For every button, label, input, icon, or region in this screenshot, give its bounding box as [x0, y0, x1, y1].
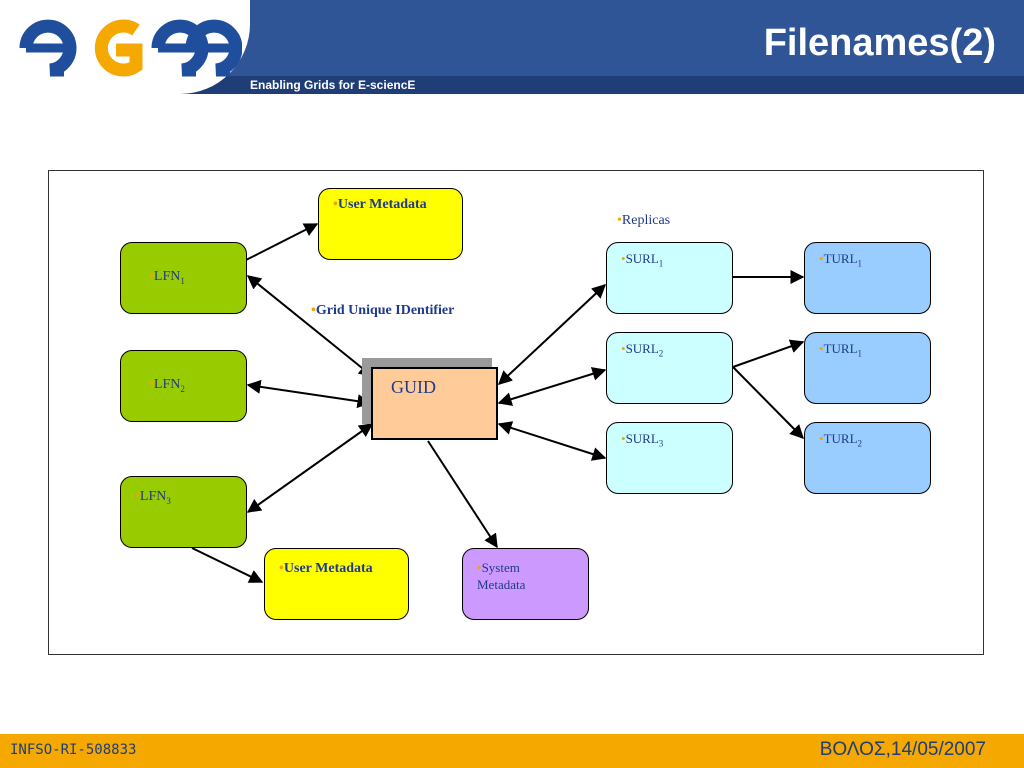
- header-tagline: Enabling Grids for E-sciencE: [250, 78, 416, 92]
- header-logo-area: [0, 0, 250, 94]
- user-metadata-bottom-label: User Metadata: [283, 561, 373, 576]
- lfn3-box: •LFN3: [120, 476, 247, 548]
- turl2-box: •TURL2: [804, 422, 931, 494]
- bullet: •: [333, 197, 338, 212]
- lfn1-box: •LFN1: [120, 242, 247, 314]
- system-metadata-box: •System Metadata: [462, 548, 589, 620]
- guid-box: GUID: [371, 367, 498, 440]
- turl1-second-box: •TURL1: [804, 332, 931, 404]
- grid-unique-identifier-label: •Grid Unique IDentifier: [311, 303, 455, 318]
- footer-location-date: ΒΟΛΟΣ,14/05/2007: [819, 739, 986, 760]
- turl1-box: •TURL1: [804, 242, 931, 314]
- diagram-frame: [48, 170, 984, 655]
- footer: INFSO-RI-508833 ΒΟΛΟΣ,14/05/2007: [0, 734, 1024, 768]
- user-metadata-bottom-box: •User Metadata: [264, 548, 409, 620]
- surl2-box: •SURL2: [606, 332, 733, 404]
- user-metadata-top-label: User Metadata: [337, 197, 427, 212]
- slide-title: Filenames(2): [763, 22, 996, 64]
- surl3-box: •SURL3: [606, 422, 733, 494]
- header: Enabling Grids for E-sciencE Filenames(2…: [0, 0, 1024, 94]
- footer-project-id: INFSO-RI-508833: [10, 742, 137, 758]
- header-strip: [160, 76, 1024, 94]
- surl1-box: •SURL1: [606, 242, 733, 314]
- lfn2-box: •LFN2: [120, 350, 247, 422]
- header-band: [160, 0, 1024, 76]
- egee-logo: [19, 19, 242, 77]
- replicas-label: •Replicas: [617, 213, 671, 228]
- user-metadata-top-box: •User Metadata: [318, 188, 463, 260]
